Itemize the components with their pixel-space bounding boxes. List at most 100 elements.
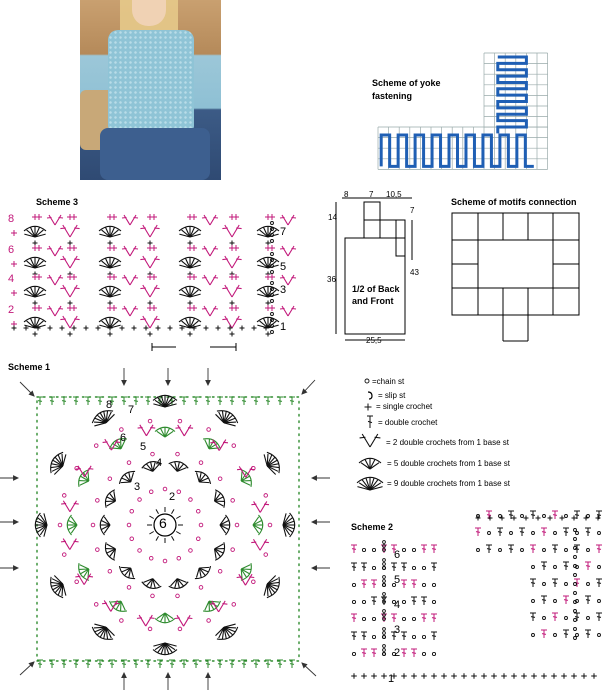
dc-symbol xyxy=(401,632,407,640)
dc-symbol xyxy=(552,579,558,587)
chain-symbol xyxy=(554,634,557,637)
dc-symbol xyxy=(541,596,547,604)
chain-symbol xyxy=(554,600,557,603)
sc-symbol xyxy=(501,673,507,679)
chain-symbol xyxy=(402,548,405,551)
dc-symbol xyxy=(530,545,536,553)
chain-symbol xyxy=(532,634,535,637)
dc-symbol xyxy=(371,597,377,605)
chain-symbol xyxy=(574,628,577,631)
s2-row-4: 4 xyxy=(394,599,400,611)
dc-symbol xyxy=(585,596,591,604)
chain-symbol xyxy=(574,538,577,541)
chain-symbol xyxy=(574,574,577,577)
chain-symbol xyxy=(432,600,435,603)
sc-symbol xyxy=(491,673,497,679)
chain-symbol xyxy=(574,592,577,595)
sc-symbol xyxy=(571,673,577,679)
sc-symbol xyxy=(481,673,487,679)
sc-symbol xyxy=(561,673,567,679)
dc-symbol xyxy=(486,545,492,553)
chain-symbol xyxy=(383,653,386,656)
chain-symbol xyxy=(383,584,386,587)
sc-symbol xyxy=(461,673,467,679)
dc-symbol xyxy=(391,614,397,622)
sc-symbol xyxy=(584,516,589,521)
sc-symbol xyxy=(471,673,477,679)
chain-symbol xyxy=(422,652,425,655)
dc-symbol xyxy=(431,563,437,571)
sc-symbol xyxy=(521,673,527,679)
dc-symbol xyxy=(519,528,525,536)
chain-symbol xyxy=(574,637,577,640)
chain-symbol xyxy=(422,566,425,569)
chain-symbol xyxy=(532,600,535,603)
sc-symbol xyxy=(351,673,357,679)
sc-symbol xyxy=(371,673,377,679)
sc-symbol xyxy=(581,673,587,679)
chain-symbol xyxy=(372,617,375,620)
chain-symbol xyxy=(412,548,415,551)
dc-symbol xyxy=(475,528,481,536)
chain-symbol xyxy=(565,583,568,586)
chain-symbol xyxy=(432,652,435,655)
dc-symbol xyxy=(431,614,437,622)
chain-symbol xyxy=(576,532,579,535)
dc-symbol xyxy=(508,545,514,553)
chain-symbol xyxy=(372,566,375,569)
chain-symbol xyxy=(587,617,590,620)
dc-symbol xyxy=(361,563,367,571)
chain-symbol xyxy=(543,583,546,586)
dc-symbol xyxy=(563,596,569,604)
chain-symbol xyxy=(576,634,579,637)
dc-symbol xyxy=(351,614,357,622)
sc-symbol xyxy=(536,516,541,521)
dc-symbol xyxy=(596,613,602,621)
chain-symbol xyxy=(565,549,568,552)
sc-symbol xyxy=(361,673,367,679)
chain-symbol xyxy=(383,563,386,566)
dc-symbol xyxy=(530,579,536,587)
chain-symbol xyxy=(383,649,386,652)
dc-symbol xyxy=(563,562,569,570)
dc-symbol xyxy=(574,613,580,621)
chain-symbol xyxy=(383,576,386,579)
s2-row-3: 3 xyxy=(394,624,400,636)
sc-symbol xyxy=(560,516,565,521)
dc-symbol xyxy=(530,613,536,621)
dc-symbol xyxy=(585,562,591,570)
chain-symbol xyxy=(412,635,415,638)
sc-symbol xyxy=(572,516,577,521)
dc-symbol xyxy=(371,580,377,588)
chain-symbol xyxy=(499,515,502,518)
chain-symbol xyxy=(372,635,375,638)
chain-symbol xyxy=(422,635,425,638)
dc-symbol xyxy=(541,630,547,638)
sc-symbol xyxy=(551,673,557,679)
chain-symbol xyxy=(574,610,577,613)
dc-symbol xyxy=(497,528,503,536)
chain-symbol xyxy=(383,636,386,639)
chain-symbol xyxy=(383,593,386,596)
chain-symbol xyxy=(352,652,355,655)
sc-symbol xyxy=(511,673,517,679)
chain-symbol xyxy=(587,549,590,552)
chain-symbol xyxy=(532,566,535,569)
chain-symbol xyxy=(521,549,524,552)
dc-symbol xyxy=(563,528,569,536)
dc-symbol xyxy=(421,597,427,605)
sc-symbol xyxy=(541,673,547,679)
chain-symbol xyxy=(587,515,590,518)
chain-symbol xyxy=(488,532,491,535)
chain-symbol xyxy=(543,515,546,518)
sc-symbol xyxy=(548,516,553,521)
dc-symbol xyxy=(541,528,547,536)
s2-row-6: 6 xyxy=(394,549,400,561)
sc-symbol xyxy=(441,673,447,679)
chain-symbol xyxy=(412,617,415,620)
chain-symbol xyxy=(383,567,386,570)
dc-symbol xyxy=(552,545,558,553)
dc-symbol xyxy=(541,562,547,570)
dc-symbol xyxy=(431,632,437,640)
sc-symbol xyxy=(401,673,407,679)
